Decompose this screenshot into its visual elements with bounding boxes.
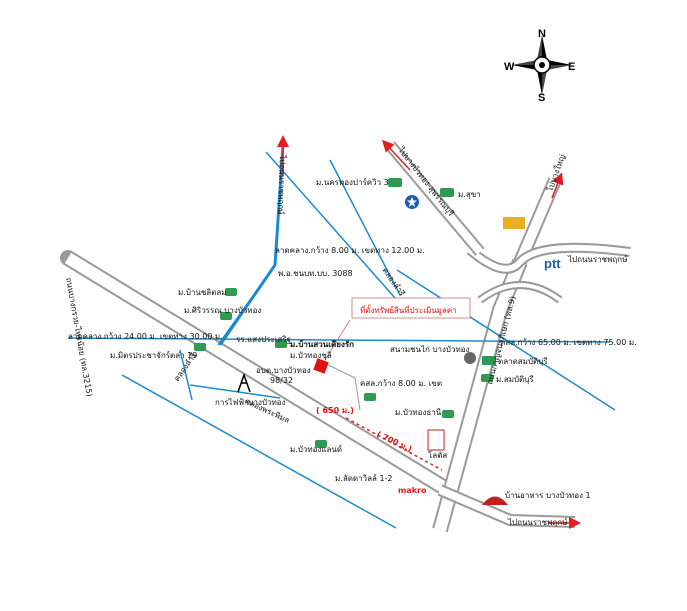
label-road-local: คสล.กว้าง 8.00 ม. เขต xyxy=(360,379,442,388)
gas-station-icon xyxy=(405,195,419,209)
place-m-sukha: ม.สุขา xyxy=(458,190,481,199)
restaurant-icon xyxy=(482,496,508,505)
label-canal-right-vertical: คลองลำรี xyxy=(380,266,407,298)
label-to-ratchaphruek-right: ไปถนนราชพฤกษ์ xyxy=(567,254,628,264)
place-ban-chalerm: ม.บ้านชลิตลม xyxy=(178,288,227,297)
tesco-icon xyxy=(427,429,445,451)
mart-icon xyxy=(503,217,525,229)
compass-s: S xyxy=(538,92,545,104)
place-ban-suan: ม.บ้านสวนเคียงรัก xyxy=(290,339,354,349)
compass-n: N xyxy=(538,28,546,40)
market-icon xyxy=(482,356,496,365)
place-bua-thong-land: ม.บัวทองแลนด์ xyxy=(290,444,342,454)
local-road xyxy=(317,359,361,411)
label-to-ratchaphruek-bottom: ไปถนนราชพฤกษ์ xyxy=(507,517,568,527)
ptt-logo: ptt xyxy=(544,256,561,271)
label-to-suphan: ไปบางบัวทอง-สุพรรณบุรี xyxy=(396,145,456,219)
subject-marker xyxy=(313,358,329,374)
makro-logo: makro xyxy=(398,486,427,495)
place-sombat: ม.สมบัติบุรี xyxy=(496,375,534,384)
canal-left-highlight xyxy=(218,144,285,346)
place-market: ตลาดสมบัติบุรี xyxy=(498,357,548,366)
place-bua-thong-thani: ม.บัวทองธานี xyxy=(395,408,442,417)
main-road xyxy=(60,250,456,498)
compass-e: E xyxy=(568,61,575,73)
label-canal-left: ลาดคลาง.กว้าง 24.00 ม. เขตทาง 30.00 ม. xyxy=(68,332,223,341)
compass-w: W xyxy=(504,61,515,73)
label-road-right: คสล.กว้าง 65.00 ม. เขตทาง 75.00 ม. xyxy=(500,338,637,347)
place-electric: การไฟฟ้าบางบัวทอง xyxy=(215,398,286,407)
place-stadium: สนามชนไก่ บางบัวทอง xyxy=(390,345,470,354)
place-obt: อบต.บางบัวทอง xyxy=(256,366,311,375)
place-tesco: โลตัส xyxy=(428,450,447,460)
place-nakhon-thong: ม.นครทองปาร์ควิว 3 xyxy=(316,177,389,187)
place-school-sang: รร.แสงประเสริฐ xyxy=(236,335,291,344)
place-mitr-19: ม.มิตรประชาจักร์ตล่า 19 xyxy=(110,350,197,360)
label-canal-top: ลาดคลาง.กว้าง 8.00 ม. เขตทาง 12.00 ม. xyxy=(275,246,425,255)
label-school: พ.อ.ชนบท.บบ. 3088 xyxy=(278,269,353,278)
place-pattana: ม.บัวทองชุลิ xyxy=(290,351,332,360)
place-siriwan: ม.ศิริวรรณ บางบัวทอง xyxy=(184,306,261,315)
label-to-ratchaphruek-top: ไปถนนราชพฤกษ์ xyxy=(276,154,288,215)
stadium-icon xyxy=(464,352,476,364)
direction-arrows xyxy=(277,135,581,529)
label-subject: ที่ตั้งทรัพย์สินที่ประเมินมูลค่า xyxy=(360,304,457,316)
label-distance-650: ( 650 ม.) xyxy=(316,406,354,415)
village-icons xyxy=(194,178,493,448)
electric-tower-icon xyxy=(237,372,251,393)
compass-icon xyxy=(512,35,572,95)
place-ladawan: ม.ลัดดาวิลล์ 1-2 xyxy=(335,473,393,483)
place-addr: 98/32 xyxy=(270,376,293,385)
place-restaurant: บ้านอาหาร บางบัวทอง 1 xyxy=(505,491,591,500)
